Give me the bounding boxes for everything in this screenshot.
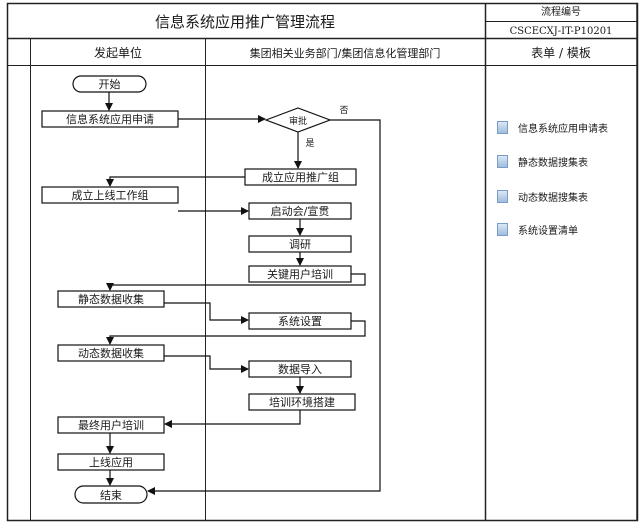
node-start-label: 开始 xyxy=(99,77,121,91)
document-icon xyxy=(497,189,508,203)
form-label: 动态数据搜集表 xyxy=(518,192,588,204)
node-kickoff-label: 启动会/宣贯 xyxy=(271,204,330,218)
lane-header-initiator: 发起单位 xyxy=(94,45,142,60)
form-item-system-settings[interactable]: 系统设置清单 xyxy=(497,220,578,238)
arrow-dynamic-import xyxy=(164,355,249,373)
node-end-label: 结束 xyxy=(100,489,122,502)
node-final-training: 最终用户培训 xyxy=(57,416,165,434)
form-item-static-data[interactable]: 静态数据搜集表 xyxy=(497,152,588,170)
node-research: 调研 xyxy=(248,235,352,253)
process-code-label: 流程编号 xyxy=(541,5,581,18)
form-label: 信息系统应用申请表 xyxy=(518,123,608,135)
form-item-application[interactable]: 信息系统应用申请表 xyxy=(497,118,608,136)
node-go-live: 上线应用 xyxy=(57,453,165,471)
node-key-training-label: 关键用户培训 xyxy=(267,267,333,281)
node-team-label: 成立应用推广组 xyxy=(262,170,339,184)
node-go-live-label: 上线应用 xyxy=(89,455,133,469)
node-key-training: 关键用户培训 xyxy=(248,265,352,283)
label-yes: 是 xyxy=(305,138,314,149)
node-final-training-label: 最终用户培训 xyxy=(78,418,144,432)
form-item-dynamic-data[interactable]: 动态数据搜集表 xyxy=(497,187,588,205)
node-static-collect-label: 静态数据收集 xyxy=(78,292,144,306)
arrow-setting-dynamic xyxy=(106,320,366,345)
document-icon xyxy=(497,154,508,168)
node-sys-setting: 系统设置 xyxy=(248,312,352,330)
document-icon xyxy=(497,120,508,134)
node-sys-setting-label: 系统设置 xyxy=(278,315,322,328)
node-static-collect: 静态数据收集 xyxy=(57,290,165,308)
node-online-team: 成立上线工作组 xyxy=(41,186,179,204)
node-online-team-label: 成立上线工作组 xyxy=(72,188,149,202)
arrow-team-online xyxy=(106,176,245,187)
node-dynamic-collect: 动态数据收集 xyxy=(57,344,165,362)
lane-header-forms: 表单 / 模板 xyxy=(531,46,591,60)
node-apply-label: 信息系统应用申请 xyxy=(66,112,154,126)
node-research-label: 调研 xyxy=(289,238,311,251)
node-start: 开始 xyxy=(72,75,147,93)
page-title: 信息系统应用推广管理流程 xyxy=(155,13,335,31)
node-data-import-label: 数据导入 xyxy=(278,362,322,376)
node-env-build: 培训环境搭建 xyxy=(248,393,356,411)
label-no: 否 xyxy=(339,105,348,116)
document-icon xyxy=(497,222,508,236)
node-approve: 审批 xyxy=(264,107,332,133)
node-approve-label: 审批 xyxy=(289,115,307,127)
arrow-static-setting xyxy=(164,302,249,324)
node-apply: 信息系统应用申请 xyxy=(41,110,179,128)
arrow-key-static xyxy=(106,273,366,291)
node-end: 结束 xyxy=(74,485,148,504)
node-kickoff: 启动会/宣贯 xyxy=(248,202,352,220)
node-dynamic-collect-label: 动态数据收集 xyxy=(78,346,144,360)
lane-header-departments: 集团相关业务部门/集团信息化管理部门 xyxy=(250,46,441,60)
node-team: 成立应用推广组 xyxy=(244,168,357,186)
form-label: 静态数据搜集表 xyxy=(518,157,588,169)
arrow-approve-no xyxy=(147,119,381,495)
connectors xyxy=(105,92,381,495)
arrow-env-final xyxy=(164,410,301,428)
node-env-build-label: 培训环境搭建 xyxy=(269,395,335,409)
process-code-value: CSCECXJ-IT-P10201 xyxy=(510,26,613,37)
node-data-import: 数据导入 xyxy=(248,360,352,378)
form-label: 系统设置清单 xyxy=(518,225,578,237)
